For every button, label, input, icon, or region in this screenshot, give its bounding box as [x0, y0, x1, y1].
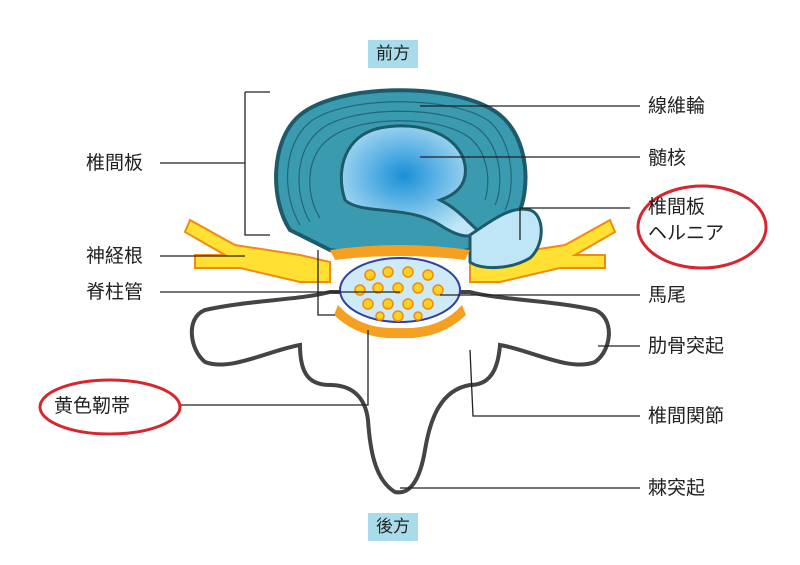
- highlight-ring-ligamentum: [38, 378, 182, 436]
- vertebra: [189, 290, 611, 495]
- label-ligamentum-flavum: 黄色靭帯: [54, 395, 131, 417]
- label-transverse-process: 肋骨突起: [648, 335, 725, 357]
- nucleus-pulposus: [339, 124, 483, 238]
- highlight-ring-herniation: [636, 184, 768, 270]
- nerve-root-left: [183, 218, 331, 283]
- label-spinal-canal: 脊柱管: [86, 281, 144, 303]
- ligamentum-flavum: [334, 305, 466, 339]
- direction-back: 後方: [368, 513, 418, 541]
- label-herniation-1: 椎間板: [648, 196, 706, 218]
- label-herniation-2: ヘルニア: [648, 222, 725, 244]
- label-nerve-root: 神経根: [86, 245, 144, 267]
- cauda-equina-fibers: [354, 266, 444, 322]
- label-facet-joint: 椎間関節: [648, 405, 725, 427]
- label-nucleus: 髄核: [648, 147, 687, 169]
- direction-front: 前方: [368, 40, 418, 68]
- label-spinous-process: 棘突起: [648, 477, 706, 499]
- ligamentum-flavum-top: [330, 245, 470, 260]
- herniation: [468, 207, 543, 270]
- label-annulus: 線維輪: [648, 95, 706, 117]
- label-disc: 椎間板: [86, 152, 144, 174]
- label-cauda-equina: 馬尾: [648, 284, 687, 306]
